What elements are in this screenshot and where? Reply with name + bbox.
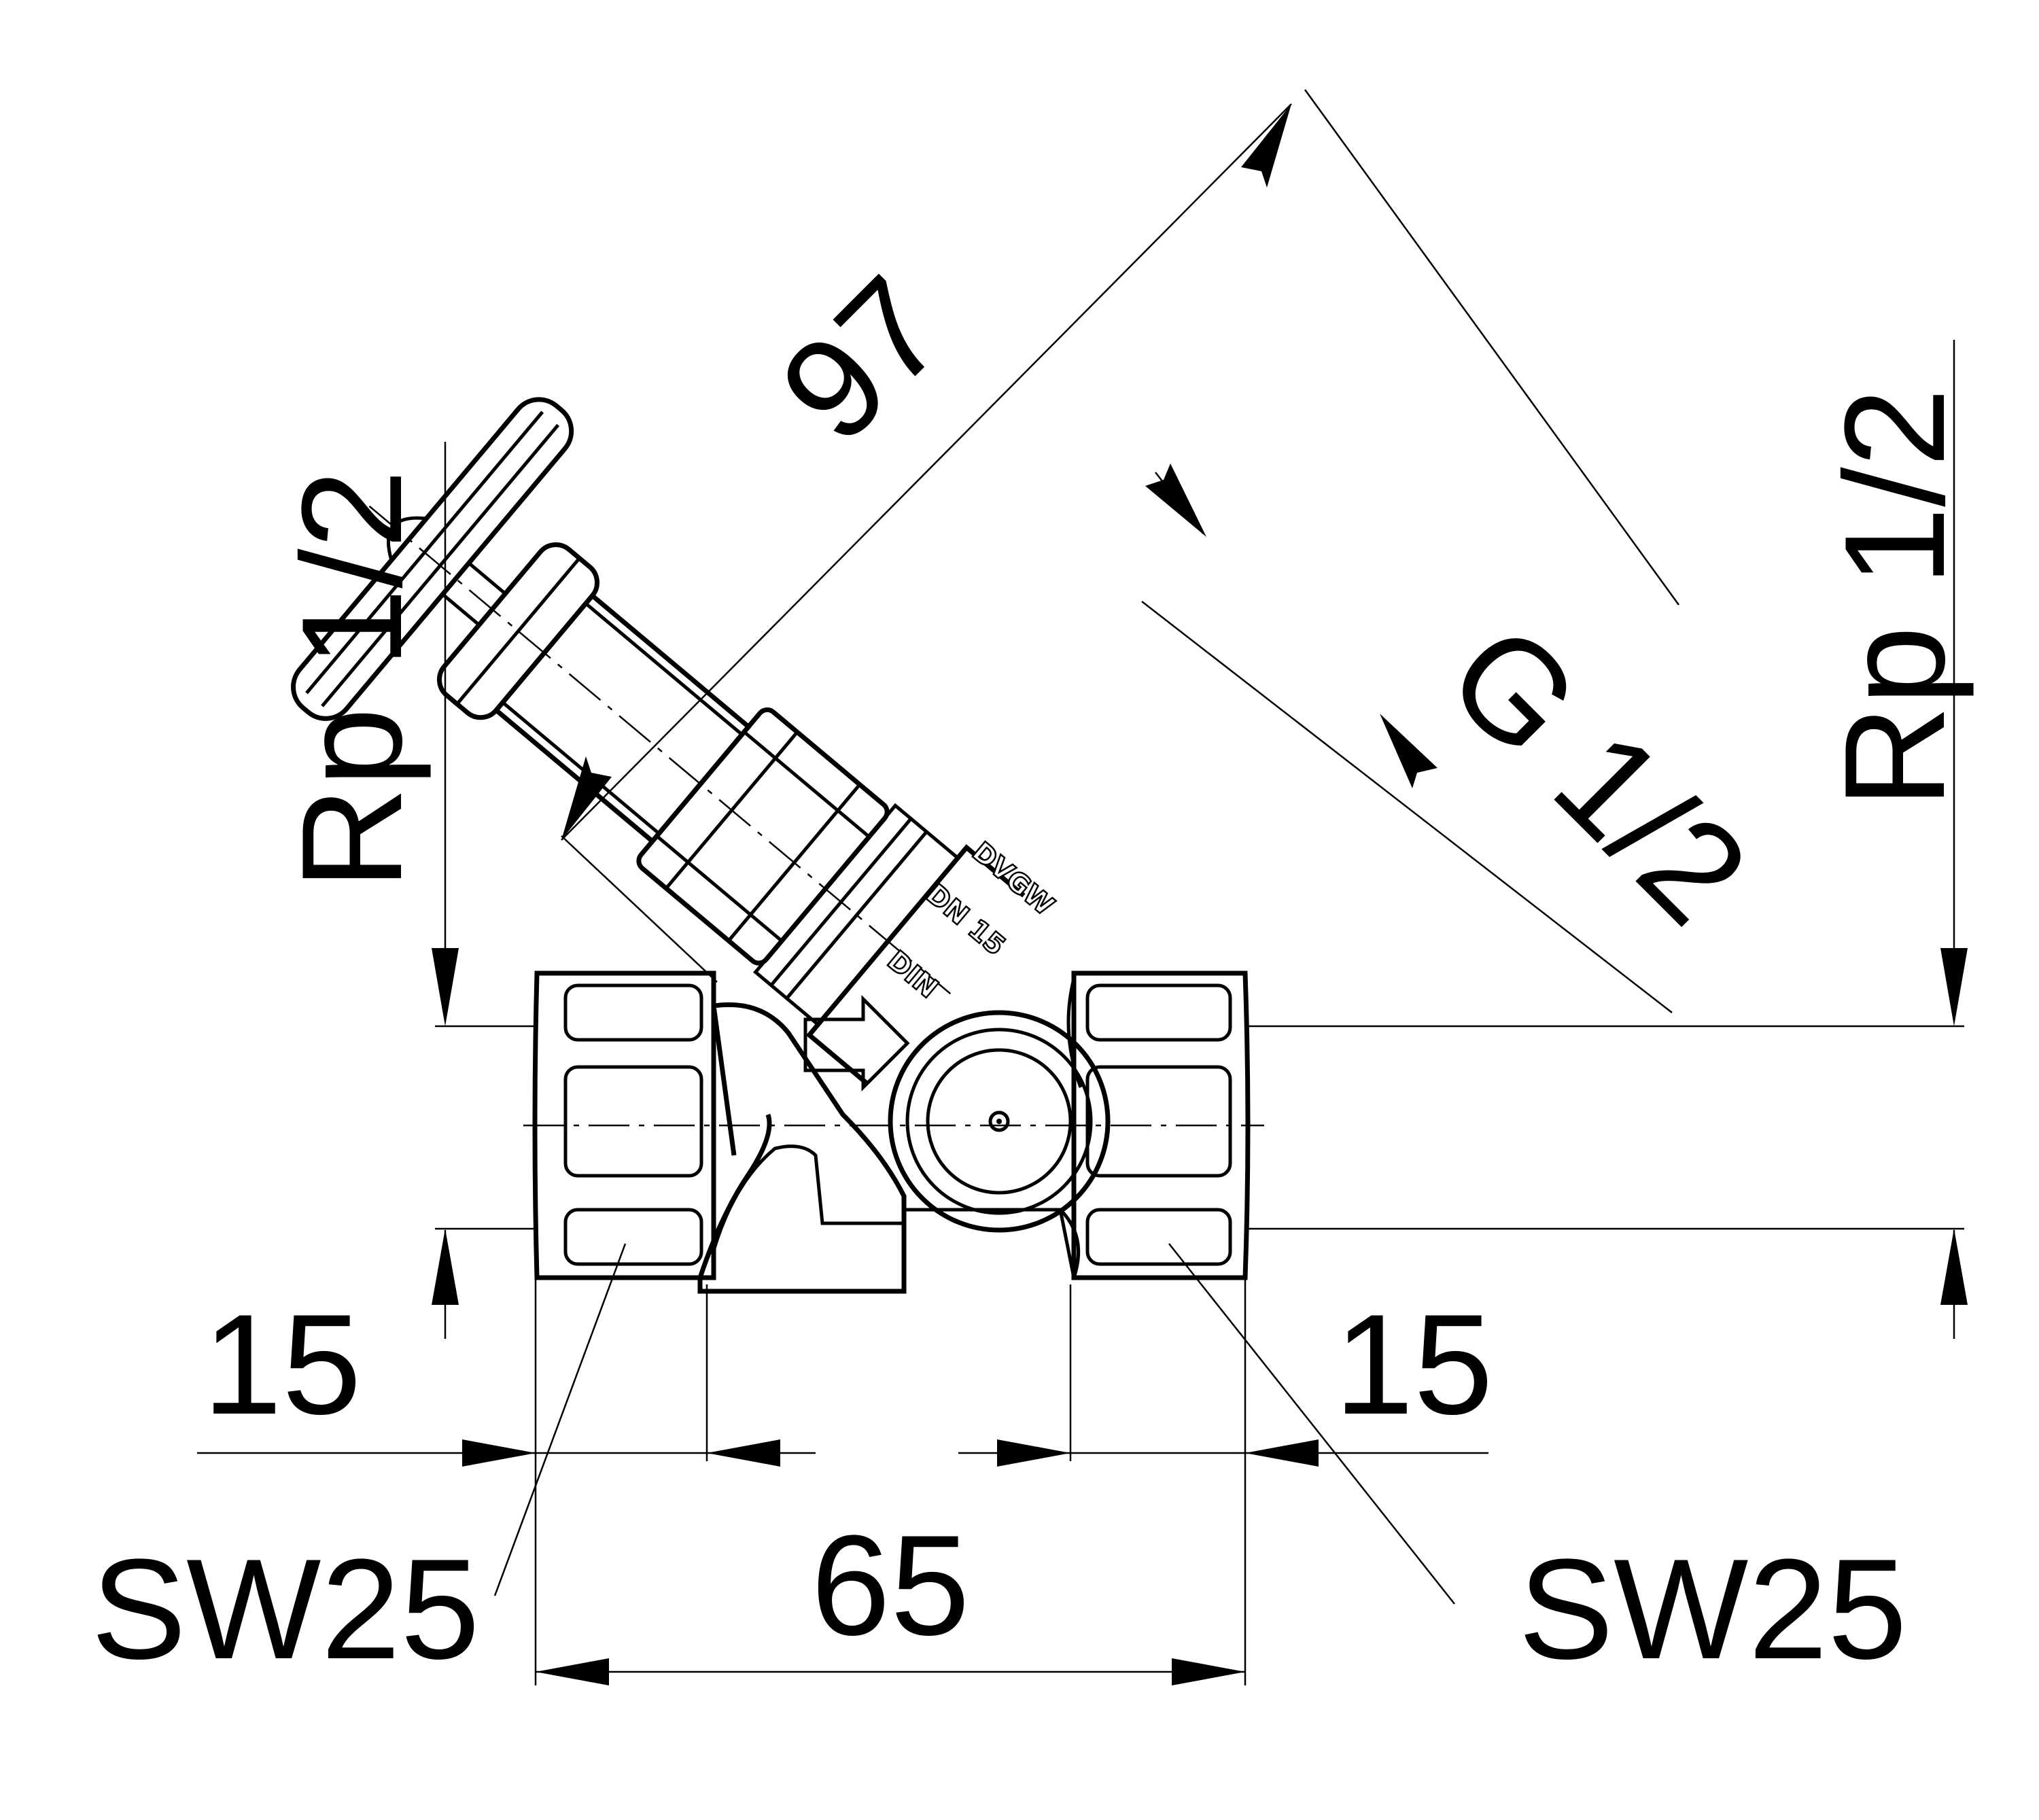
dimension-97-label: 97 bbox=[750, 247, 975, 472]
right-hex-end bbox=[1071, 970, 1251, 1280]
marking-dn15: DN 15 bbox=[920, 878, 1011, 962]
dimension-bonnet-thread: G 1/2 bbox=[1141, 463, 1778, 1013]
flow-direction-arrow bbox=[803, 994, 910, 1092]
wrench-size-left: SW25 bbox=[91, 1243, 627, 1689]
right-15-label: 15 bbox=[1334, 1284, 1493, 1444]
drain-port-outer bbox=[888, 1010, 1111, 1233]
dimension-97: 97 bbox=[561, 89, 1680, 983]
marking-din: DIN bbox=[882, 945, 944, 1004]
bonnet-assembly bbox=[291, 397, 1026, 1085]
wrench-size-right: SW25 bbox=[1168, 1243, 1907, 1689]
right-wrench-size-label: SW25 bbox=[1518, 1529, 1907, 1689]
bonnet-nut bbox=[636, 707, 890, 966]
dimension-left-port-thread: Rp 1/2 bbox=[272, 442, 537, 1339]
left-port-thread-label: Rp 1/2 bbox=[272, 470, 432, 890]
right-port-thread-label: Rp 1/2 bbox=[1815, 388, 1974, 809]
width-65-label: 65 bbox=[811, 1505, 970, 1665]
drain-port-center bbox=[988, 1110, 1010, 1132]
marking-dvgw: DVGW bbox=[966, 836, 1060, 922]
dimension-left-15: 15 bbox=[197, 1284, 816, 1467]
dimension-65: 65 bbox=[536, 1505, 1245, 1685]
bonnet-thread-label: G 1/2 bbox=[1418, 594, 1778, 953]
left-wrench-size-label: SW25 bbox=[91, 1529, 480, 1689]
dimension-right-port-thread: Rp 1/2 bbox=[1245, 340, 1974, 1339]
dimension-right-15: 15 bbox=[958, 1284, 1493, 1467]
left-hex-end bbox=[532, 970, 716, 1280]
left-15-label: 15 bbox=[203, 1284, 362, 1444]
valve-body bbox=[523, 970, 1264, 1294]
